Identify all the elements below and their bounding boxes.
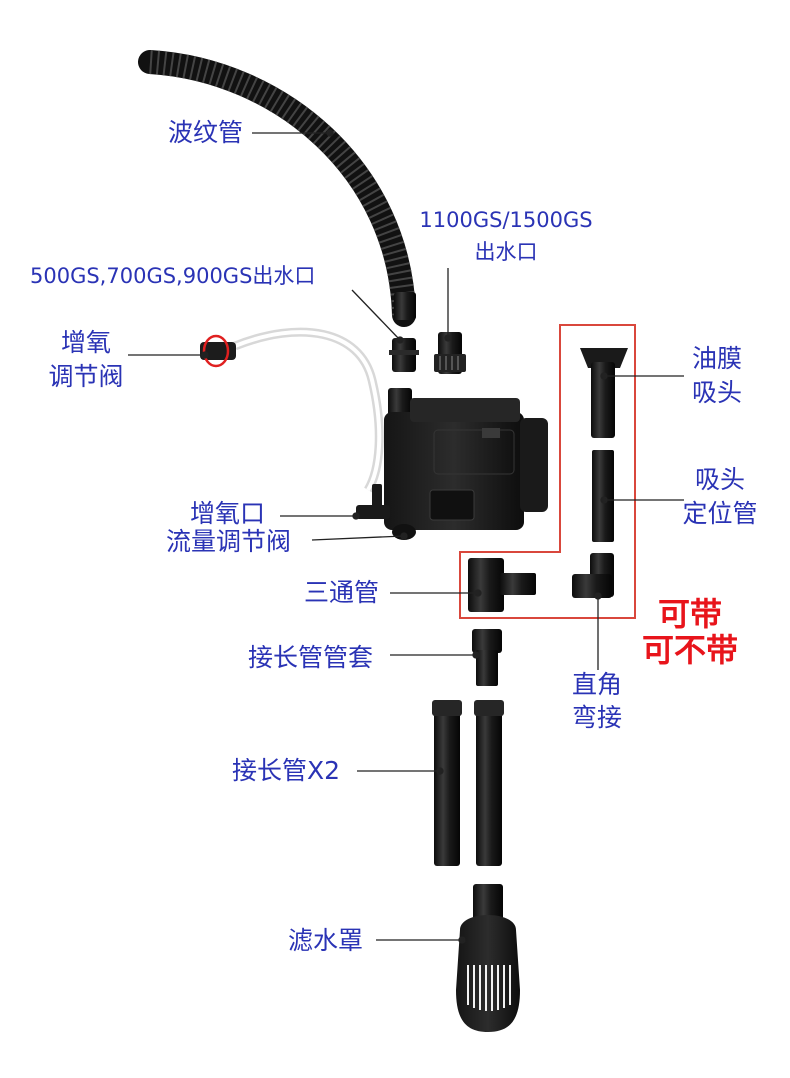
elbow-joint xyxy=(572,553,614,598)
label-oil-skimmer-line1: 油膜 xyxy=(691,344,742,373)
oil-skimmer-head xyxy=(580,348,628,438)
label-outlet-small-models: 500GS,700GS,900GS出水口 xyxy=(30,264,316,288)
extension-pipes xyxy=(432,700,504,866)
filter-cover xyxy=(456,884,520,1032)
label-oil-skimmer-line2: 吸头 xyxy=(691,378,742,407)
label-air-valve-line1: 增氧 xyxy=(60,328,111,357)
outlet-small-fitting xyxy=(389,338,419,372)
optional-note-line2: 可不带 xyxy=(641,631,738,669)
corrugated-hose xyxy=(138,50,416,327)
label-suction-holder-line2: 定位管 xyxy=(682,499,758,528)
label-filter-cover: 滤水罩 xyxy=(288,926,364,955)
label-tee-pipe: 三通管 xyxy=(304,578,380,607)
outlet-large-fitting xyxy=(434,332,466,374)
label-air-inlet: 增氧口 xyxy=(190,499,266,528)
label-elbow-line1: 直角 xyxy=(571,670,622,699)
label-suction-holder-line1: 吸头 xyxy=(694,465,745,494)
label-outlet-large-model: 1100GS/1500GS xyxy=(419,208,593,232)
label-elbow-line2: 弯接 xyxy=(571,703,622,732)
label-flow-valve: 流量调节阀 xyxy=(166,527,292,556)
label-extension-sleeve: 接长管管套 xyxy=(248,643,374,672)
tee-pipe xyxy=(468,558,536,612)
label-outlet-large-suffix: 出水口 xyxy=(474,240,538,264)
optional-note-line1: 可带 xyxy=(657,595,722,633)
leader-lines xyxy=(128,129,684,944)
air-valve xyxy=(200,327,384,493)
pump-body xyxy=(356,388,548,540)
label-air-valve-line2: 调节阀 xyxy=(48,362,124,391)
extension-sleeve xyxy=(472,629,502,686)
label-extension-pipe: 接长管X2 xyxy=(232,756,341,785)
suction-holder-pipe xyxy=(592,450,614,542)
label-corrugated-hose: 波纹管 xyxy=(168,118,244,147)
optional-parts-frame xyxy=(459,324,636,619)
